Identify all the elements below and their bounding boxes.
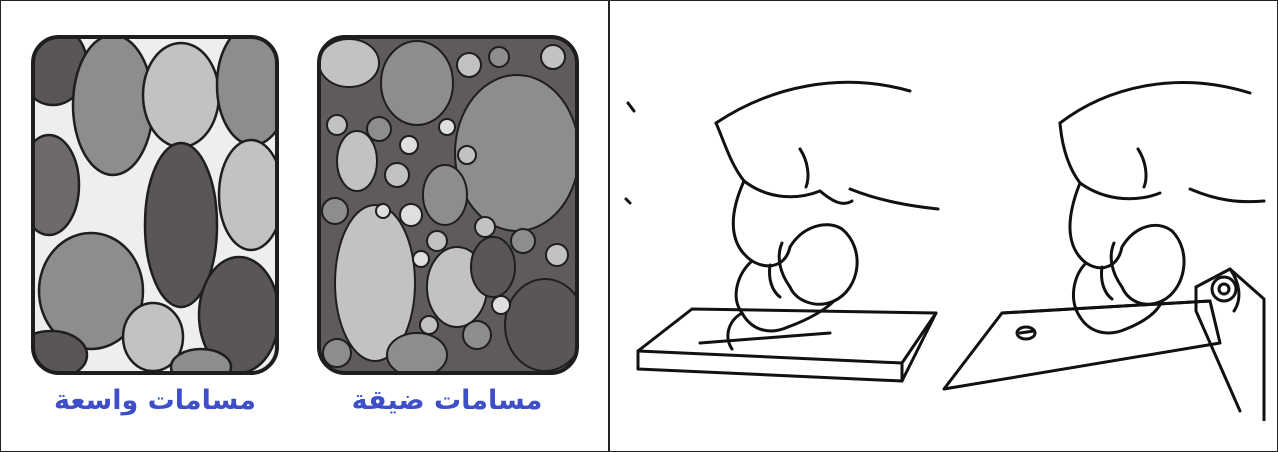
narrow-pores-diagram	[317, 35, 565, 375]
flat-stone-sharpening-drawing	[620, 51, 950, 405]
hand-sharpening-angled-icon	[940, 51, 1274, 421]
wide-pores-diagram	[31, 35, 279, 375]
fine-stone-grain-icon	[317, 35, 579, 375]
pore-comparison-panel: مسامات واسعة	[1, 1, 608, 451]
angled-stone-sharpening-drawing	[940, 51, 1274, 425]
wide-pores-label: مسامات واسعة	[31, 385, 279, 416]
coarse-stone-grain-icon	[31, 35, 279, 375]
narrow-pores-label: مسامات ضيقة	[323, 385, 571, 416]
hand-sharpening-flat-icon	[620, 51, 950, 401]
sharpening-illustration-panel	[610, 1, 1277, 451]
